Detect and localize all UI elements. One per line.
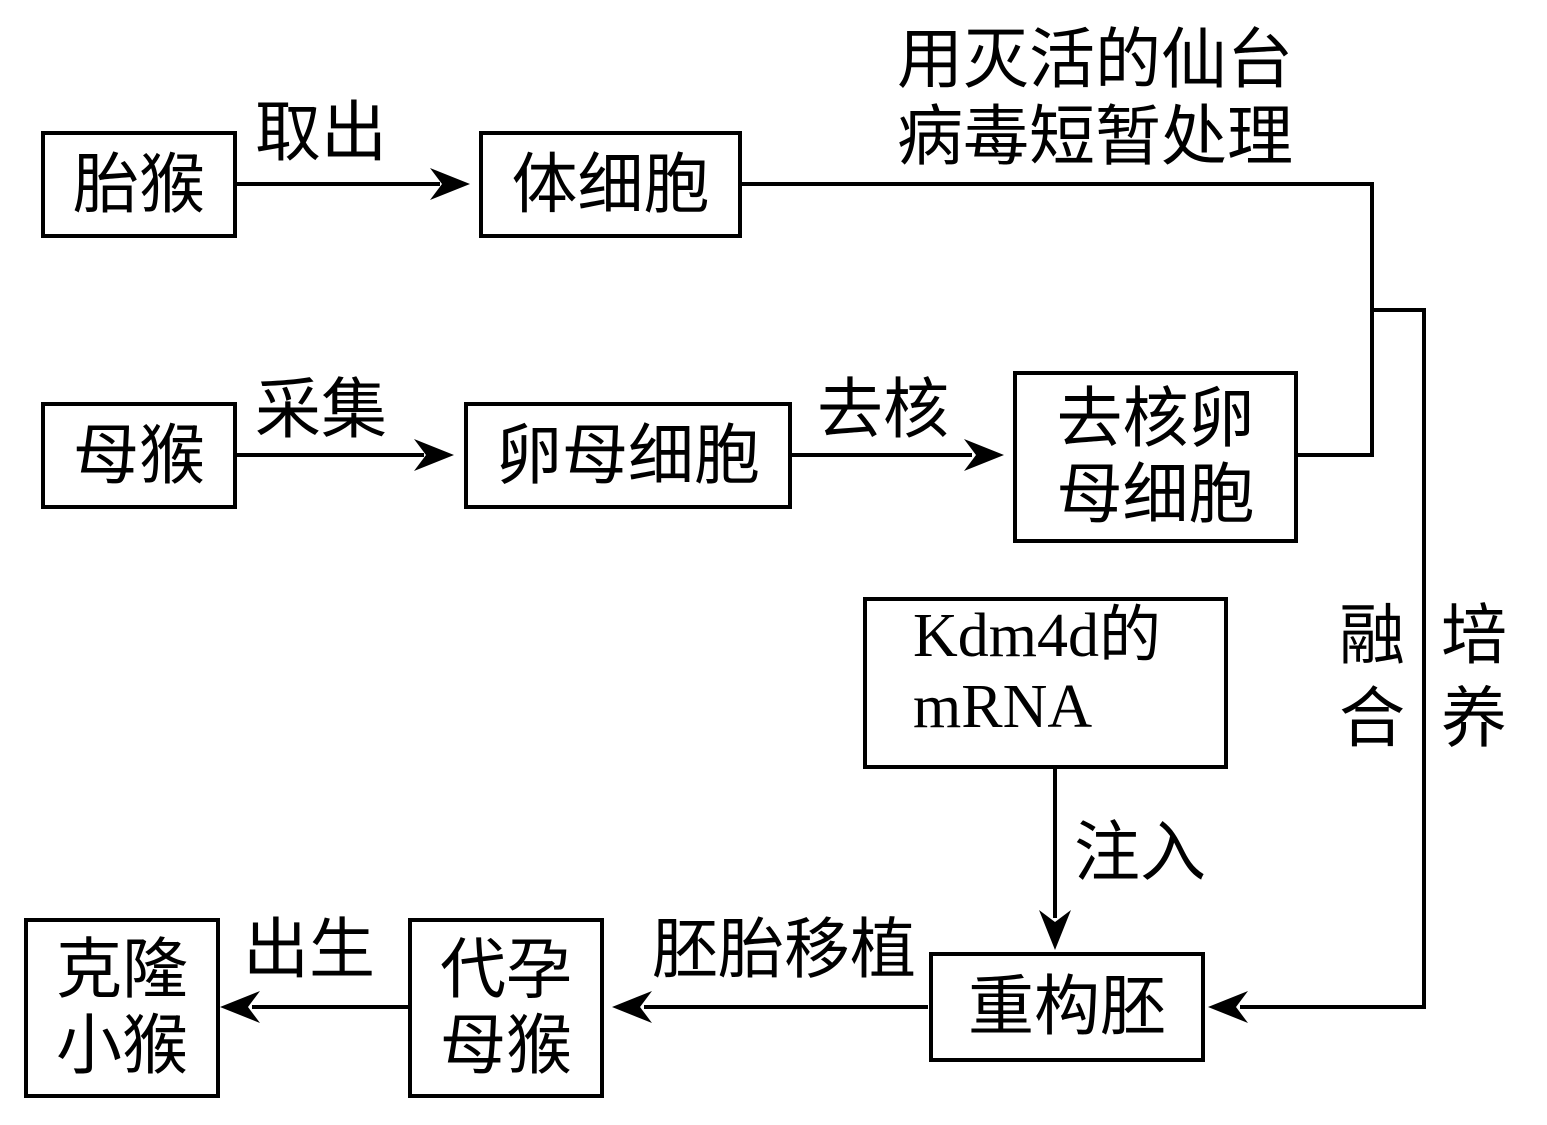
edge-label-collect: 采集 bbox=[255, 371, 387, 448]
arrow-enucleate bbox=[791, 439, 1004, 471]
edge-label-enucleate: 去核 bbox=[817, 371, 949, 448]
line-somatic-to-fusion bbox=[740, 182, 1374, 457]
edge-label-culture: 培养 bbox=[1441, 597, 1507, 757]
node-surrogate-line1: 代孕 bbox=[440, 931, 572, 1009]
node-somatic-cell: 体细胞 bbox=[479, 131, 742, 238]
edge-label-virus-line1: 用灭活的仙台 bbox=[897, 21, 1293, 98]
node-oocyte: 卵母细胞 bbox=[464, 402, 792, 509]
edge-label-embryo-transfer: 胚胎移植 bbox=[652, 911, 916, 988]
node-fetal-monkey-label: 胎猴 bbox=[73, 145, 205, 223]
edge-label-take-out: 取出 bbox=[255, 94, 387, 171]
node-somatic-cell-label: 体细胞 bbox=[511, 145, 710, 223]
node-clone-line2: 小猴 bbox=[56, 1007, 188, 1084]
node-oocyte-label: 卵母细胞 bbox=[496, 416, 760, 494]
node-enucleated-oocyte-line1: 去核卵 bbox=[1056, 380, 1255, 458]
arrow-inject bbox=[1039, 768, 1071, 950]
node-kdm4d-mrna: Kdm4d的 mRNA bbox=[863, 597, 1228, 769]
edge-label-fusion: 融合 bbox=[1339, 597, 1405, 757]
arrow-collect bbox=[236, 439, 454, 471]
node-surrogate-mother: 代孕 母猴 bbox=[408, 918, 604, 1098]
arrow-take-out bbox=[236, 168, 470, 200]
node-reconstructed-embryo-label: 重构胚 bbox=[968, 968, 1166, 1046]
edge-label-inject: 注入 bbox=[1074, 814, 1206, 891]
node-enucleated-oocyte-line2: 母细胞 bbox=[1056, 456, 1255, 533]
edge-label-virus-line2: 病毒短暂处理 bbox=[897, 98, 1293, 175]
node-mother-monkey: 母猴 bbox=[41, 402, 237, 509]
arrow-culture bbox=[1208, 308, 1426, 1023]
node-fetal-monkey: 胎猴 bbox=[41, 131, 237, 238]
node-kdm4d-line1: Kdm4d的 bbox=[913, 602, 1162, 670]
node-clone-monkey: 克隆 小猴 bbox=[24, 918, 220, 1098]
node-mother-monkey-label: 母猴 bbox=[73, 416, 205, 494]
node-enucleated-oocyte: 去核卵 母细胞 bbox=[1013, 371, 1298, 543]
edge-label-birth: 出生 bbox=[243, 911, 375, 988]
arrow-embryo-transfer bbox=[612, 991, 928, 1023]
node-surrogate-line2: 母猴 bbox=[440, 1007, 572, 1084]
node-clone-line1: 克隆 bbox=[56, 931, 188, 1009]
node-kdm4d-line2: mRNA bbox=[913, 673, 1093, 742]
node-reconstructed-embryo: 重构胚 bbox=[929, 952, 1205, 1062]
arrow-birth bbox=[220, 991, 408, 1023]
